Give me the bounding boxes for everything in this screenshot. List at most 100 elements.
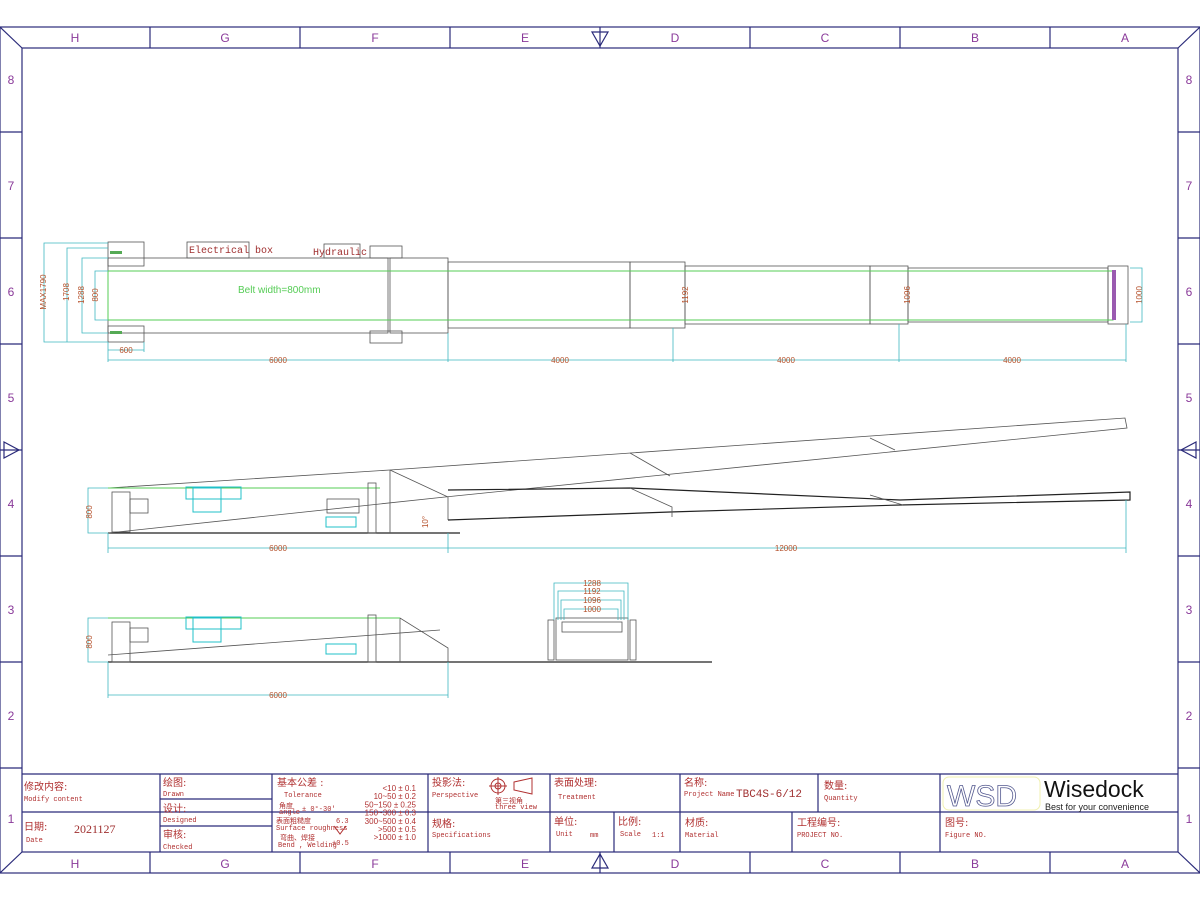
zone-column-label: D [671, 31, 680, 45]
zone-row-label: 2 [1186, 709, 1193, 723]
side-view-retracted: 800 6000 [85, 614, 712, 700]
dim-1096: 1096 [903, 286, 912, 304]
scale-label: 比例: [618, 815, 641, 828]
material-label-en: Material [685, 832, 719, 840]
modify-label: 修改内容: [24, 780, 67, 793]
zone-column-label: G [220, 857, 229, 871]
projection-label: 投影法: [432, 776, 465, 789]
side-dim-800: 800 [85, 505, 94, 519]
dim-4000-a: 4000 [551, 356, 569, 365]
end-dim-1288: 1288 [583, 579, 601, 588]
project-no-label-en: PROJECT NO. [797, 832, 843, 840]
checked-label-en: Checked [163, 844, 192, 852]
tolerance-row: 300~500 ± 0.4 [365, 817, 417, 826]
scale-value: 1:1 [652, 832, 665, 840]
zone-column-label: D [671, 857, 680, 871]
name-label-en: Project Name [684, 791, 734, 799]
zone-row-label: 5 [8, 391, 15, 405]
zone-column-label: A [1121, 857, 1129, 871]
name-label: 名称: [684, 776, 707, 789]
zone-column-label: E [521, 31, 529, 45]
third-angle-projection-icon [489, 777, 533, 795]
zone-column-label: H [71, 31, 80, 45]
angle-value: ± 0°-30' [302, 805, 336, 814]
projection-label-en: Perspective [432, 792, 478, 800]
zone-row-label: 4 [8, 497, 15, 511]
bend-label-en: Bend , Welding [278, 842, 337, 850]
tolerance-label: 基本公差 : [277, 776, 324, 789]
projection-symbol-label-en: three view [495, 804, 538, 812]
dim-6000: 6000 [269, 356, 287, 365]
quantity-label-en: Quantity [824, 795, 858, 803]
zone-column-label: A [1121, 31, 1129, 45]
side-view-extended: 800 10° 6000 12000 [85, 417, 1131, 553]
side-dim-angle: 10° [421, 516, 430, 528]
date-value: 2021127 [74, 822, 116, 836]
figure-no-label-en: Figure NO. [945, 832, 987, 840]
zone-row-label: 8 [1186, 73, 1193, 87]
brand-name: Wisedock [1044, 776, 1144, 802]
zone-column-label: G [220, 31, 229, 45]
treatment-label: 表面处理: [554, 776, 597, 789]
quantity-label: 数量: [824, 779, 847, 792]
date-label-en: Date [26, 837, 43, 845]
drawn-label-en: Drawn [163, 791, 184, 799]
zone-row-label: 6 [1186, 285, 1193, 299]
dim-1288: 1288 [77, 286, 86, 304]
designed-label: 设计: [163, 802, 186, 815]
zone-column-label: E [521, 857, 529, 871]
zone-row-label: 3 [8, 603, 15, 617]
checked-label: 审核: [163, 828, 186, 841]
zone-row-label: 6 [8, 285, 15, 299]
modify-label-en: Modify content [24, 796, 83, 804]
plan-view: Electrical box Hydraulic Belt width=800m… [39, 241, 1144, 365]
project-name-value: TBC4S-6/12 [736, 789, 802, 801]
dim-frame-width: 1708 [62, 283, 71, 301]
sheet-frame [0, 26, 1200, 874]
figure-no-label: 图号: [945, 817, 968, 829]
zone-row-label: 1 [8, 812, 15, 826]
angle-label-en: angle [279, 809, 300, 817]
zone-row-label: 3 [1186, 603, 1193, 617]
zone-column-label: B [971, 857, 979, 871]
bend-label: 弯曲、焊接 [280, 833, 315, 843]
zone-column-label: H [71, 857, 80, 871]
unit-value: mm [590, 832, 598, 840]
tolerance-row: <10 ± 0.1 [382, 784, 416, 793]
dim-600: 600 [119, 346, 133, 355]
zone-row-label: 4 [1186, 497, 1193, 511]
zone-column-label: C [821, 857, 830, 871]
roughness-symbol-icon [333, 825, 347, 835]
tolerance-row: >1000 ± 1.0 [374, 833, 417, 842]
zone-row-label: 7 [1186, 179, 1193, 193]
tolerance-row: 150~300 ± 0.3 [365, 809, 417, 818]
roughness-value: 6.3 [336, 818, 349, 826]
zone-row-label: 7 [8, 179, 15, 193]
dim-max-width: MAX1790 [39, 274, 48, 310]
tolerance-row: 50~150 ± 0.25 [365, 800, 417, 809]
belt-width-label: Belt width=800mm [238, 285, 321, 296]
date-label: 日期: [24, 821, 47, 833]
scale-label-en: Scale [620, 831, 641, 839]
end-dim-1000: 1000 [583, 605, 601, 614]
center-mark-top [590, 31, 610, 48]
center-mark-left [3, 441, 21, 459]
dim-1192: 1192 [681, 286, 690, 304]
zone-row-label: 8 [8, 73, 15, 87]
title-block: 修改内容: Modify content 日期: Date 2021127 绘图… [22, 773, 1178, 852]
tolerance-table: <10 ± 0.110~50 ± 0.250~150 ± 0.25150~300… [365, 784, 417, 842]
logo-mark: WSD [947, 780, 1017, 813]
dim-1000: 1000 [1135, 286, 1144, 304]
zone-column-label: F [371, 31, 378, 45]
dim-4000-c: 4000 [1003, 356, 1021, 365]
tolerance-row: >500 ± 0.5 [378, 825, 417, 834]
tolerance-row: 10~50 ± 0.2 [374, 792, 417, 801]
center-mark-right [1179, 441, 1197, 459]
angle-label: 角度 [279, 801, 293, 811]
end-dim-1096: 1096 [583, 596, 601, 605]
electrical-box-callout [186, 241, 250, 259]
end-view: 1288 1192 1096 1000 [547, 579, 637, 661]
wisedock-logo: WSD Wisedock Best for your convenience [942, 776, 1149, 813]
brand-slogan: Best for your convenience [1045, 802, 1149, 812]
